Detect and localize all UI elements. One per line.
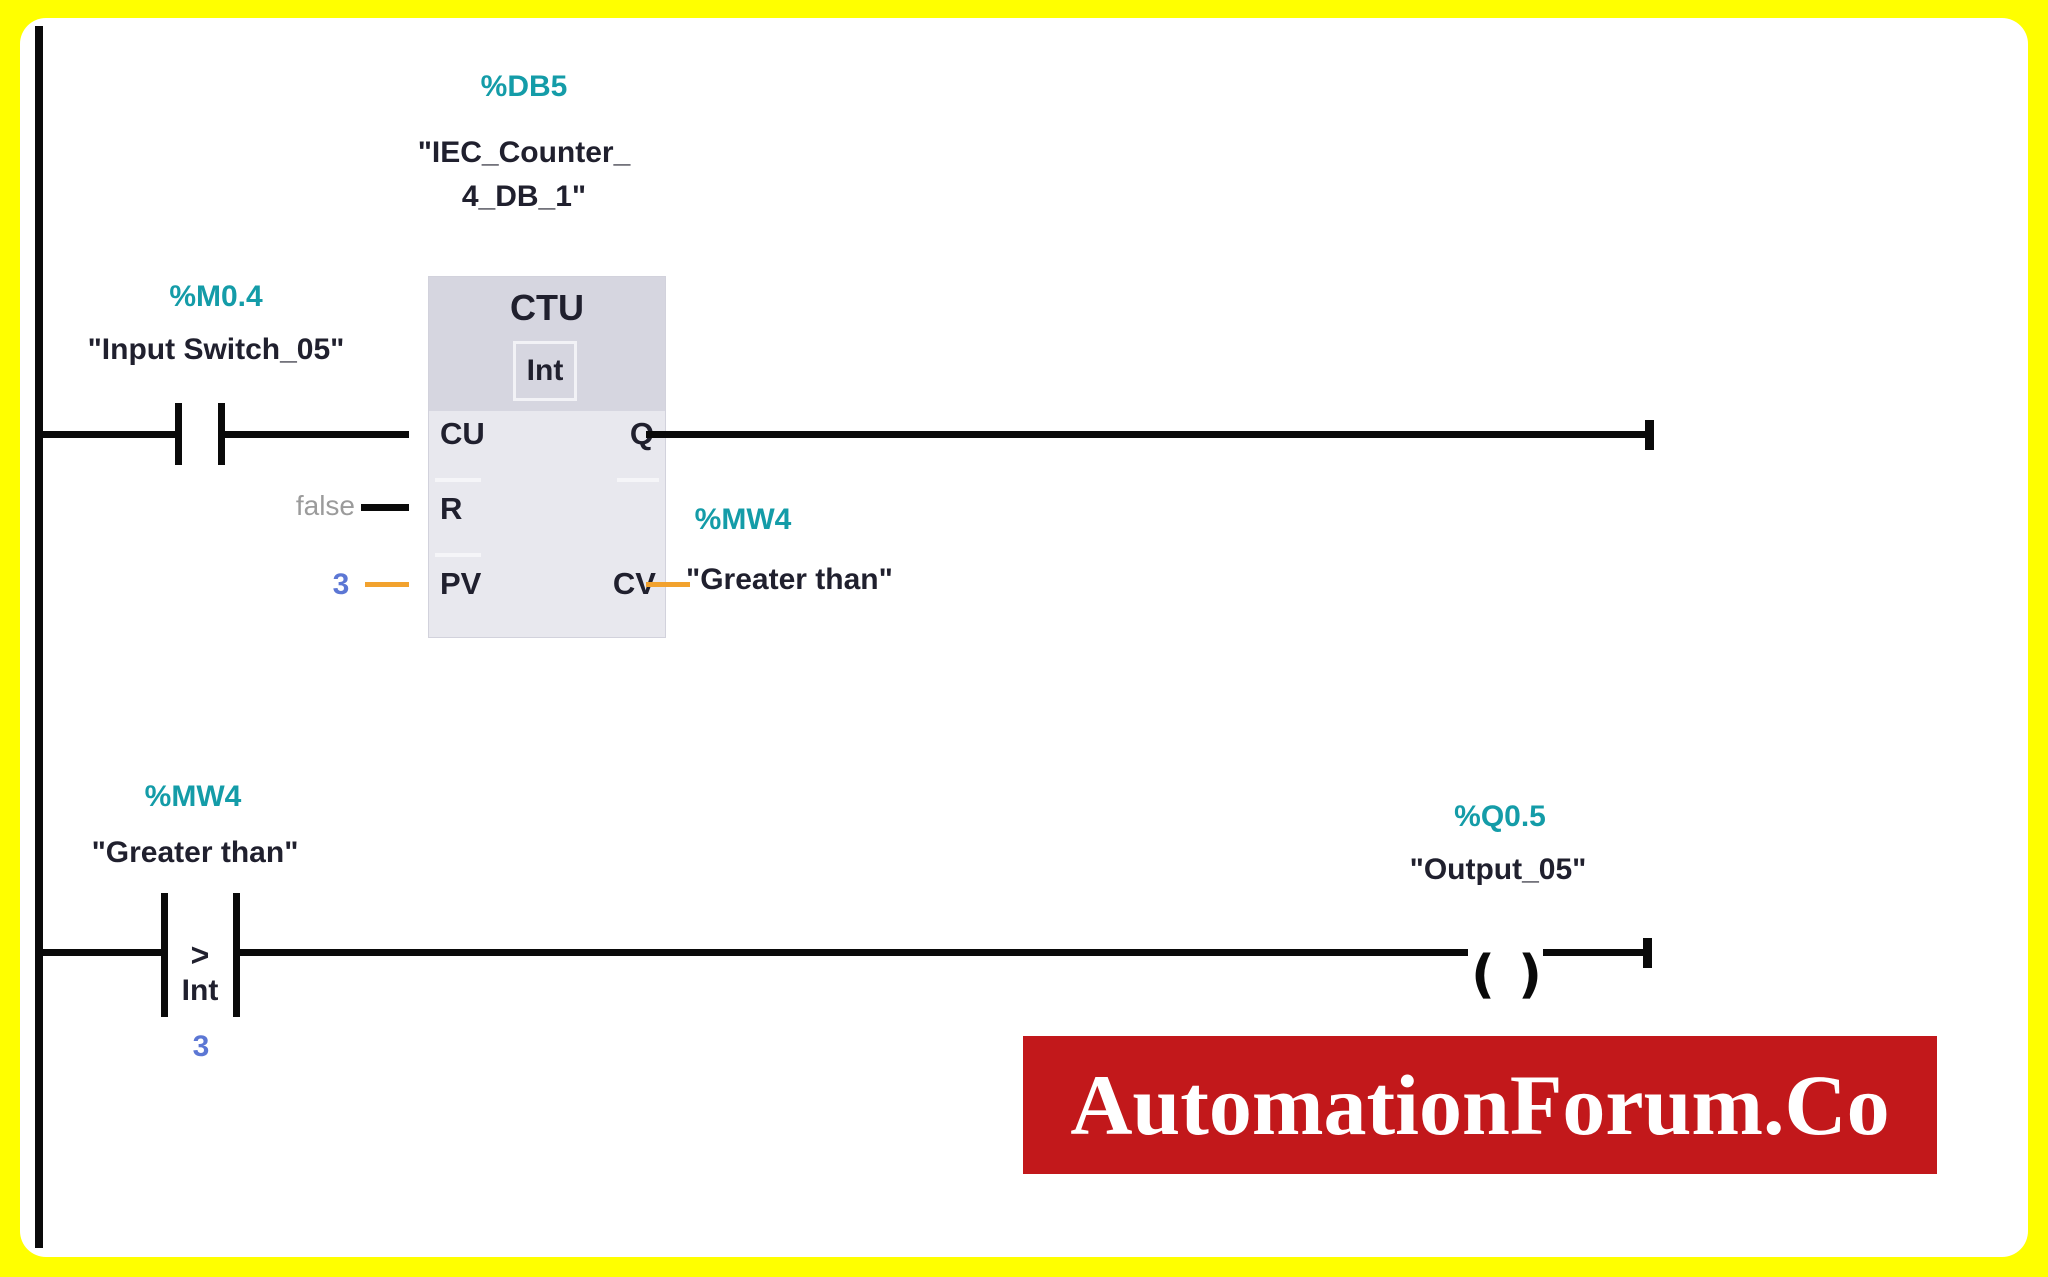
coil-tag[interactable]: "Output_05" [1409, 853, 1587, 886]
rung2-wire-end-terminal [1643, 938, 1652, 968]
pin-pv-label: PV [440, 566, 482, 601]
compare-contact-body[interactable]: > Int [168, 911, 232, 1035]
ladder-network-canvas: %M0.4 "Input Switch_05" %DB5 "IEC_Counte… [20, 18, 2028, 1257]
ctu-block-header: CTU Int [429, 277, 665, 411]
coil-paren-left[interactable]: ( [1471, 945, 1495, 1005]
contact-address[interactable]: %M0.4 [169, 280, 263, 313]
compare-operand-address[interactable]: %MW4 [144, 780, 242, 813]
contact-tag[interactable]: "Input Switch_05" [87, 333, 345, 366]
rung2-wire-coil-to-end [1543, 949, 1646, 956]
coil-address[interactable]: %Q0.5 [1454, 800, 1546, 833]
contact-bar-right[interactable] [218, 403, 225, 465]
compare-bar-left[interactable] [161, 893, 168, 1017]
watermark-banner: AutomationForum.Co [1023, 1036, 1937, 1174]
ctu-counter-block[interactable]: CTU Int CU R PV Q CV [428, 276, 666, 638]
compare-bar-right[interactable] [233, 893, 240, 1017]
compare-operand-tag[interactable]: "Greater than" [91, 836, 299, 869]
cv-operand-tag[interactable]: "Greater than" [686, 563, 893, 596]
r-input-value[interactable]: false [295, 490, 355, 521]
ctu-data-type-box[interactable]: Int [513, 341, 577, 401]
r-input-stub [361, 504, 409, 511]
contact-bar-left[interactable] [175, 403, 182, 465]
compare-data-type[interactable]: Int [181, 974, 219, 1007]
counter-db-name-line1[interactable]: "IEC_Counter_ [417, 136, 631, 169]
pin-r-label: R [440, 491, 463, 526]
rung2-wire-rail-to-compare [39, 949, 165, 956]
rung2-wire-compare-to-coil [240, 949, 1468, 956]
pv-input-stub [365, 582, 409, 587]
rung1-wire-rail-to-contact [39, 431, 176, 438]
counter-db-address[interactable]: %DB5 [480, 70, 568, 103]
cv-operand-address[interactable]: %MW4 [694, 503, 792, 536]
coil-paren-right[interactable]: ) [1518, 945, 1542, 1005]
pin-separator [617, 478, 659, 482]
pin-separator [435, 478, 481, 482]
pin-cu-label: CU [440, 416, 485, 451]
ctu-block-title: CTU [510, 287, 584, 328]
compare-operator[interactable]: > [190, 937, 210, 973]
counter-db-name-line2[interactable]: 4_DB_1" [461, 180, 587, 213]
pv-input-value[interactable]: 3 [332, 568, 350, 601]
cv-output-stub [646, 582, 690, 587]
pin-separator [435, 553, 481, 557]
watermark-text: AutomationForum.Co [1070, 1057, 1890, 1153]
rung1-output-wire [646, 431, 1646, 438]
rung1-wire-contact-to-block [225, 431, 409, 438]
rung1-wire-end-terminal [1645, 420, 1654, 450]
compare-value[interactable]: 3 [192, 1030, 210, 1063]
power-rail [35, 26, 43, 1248]
